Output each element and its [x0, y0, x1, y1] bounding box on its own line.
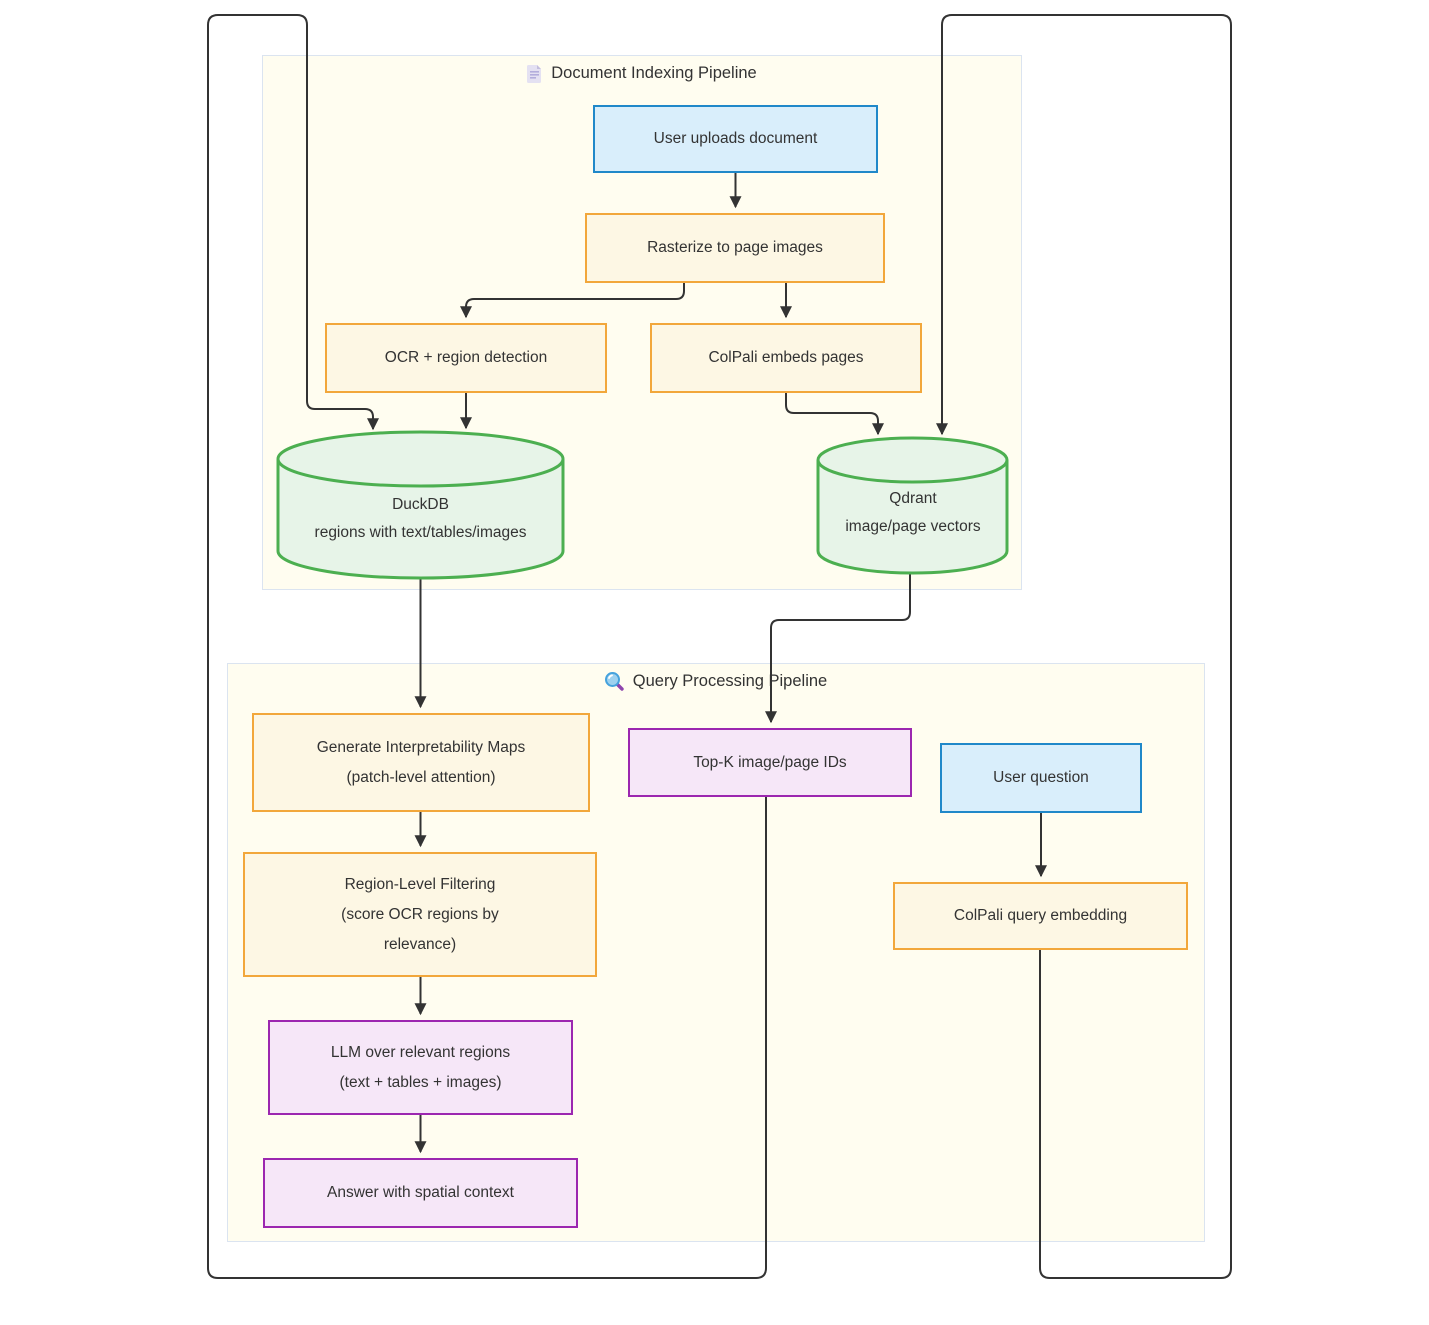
answer-label: Answer with spatial context — [327, 1184, 514, 1201]
region-filter-line3: relevance) — [383, 935, 457, 953]
node-user-uploads-label: User uploads document — [653, 130, 818, 147]
magnifier-icon — [604, 672, 624, 691]
node-duckdb-label: DuckDB regions with text/tables/images — [278, 477, 563, 561]
subgraph-query-title: Query Processing Pipeline — [228, 672, 1204, 691]
edge-qdrant-topk — [765, 573, 911, 724]
qdrant-cylinder-shape — [816, 436, 1009, 575]
node-llm: LLM over relevant regions (text + tables… — [268, 1020, 573, 1115]
edge-topk-duckdb — [207, 14, 767, 1279]
node-colpali-embeds-label: ColPali embeds pages — [708, 349, 864, 366]
duckdb-line1: DuckDB — [392, 496, 449, 513]
qdrant-line1: Qdrant — [889, 490, 937, 507]
generate-maps-line1: Generate Interpretability Maps — [316, 738, 526, 756]
region-filter-line1: Region-Level Filtering — [344, 875, 496, 893]
node-ocr-label: OCR + region detection — [384, 349, 548, 366]
document-icon — [527, 64, 542, 83]
edge-colpali-qdrant — [785, 393, 884, 436]
colpali-query-label: ColPali query embedding — [953, 907, 1128, 924]
edge-query-qdrant — [936, 14, 1232, 1279]
subgraph-indexing-title-text: Document Indexing Pipeline — [551, 64, 757, 82]
node-user-question: User question — [940, 743, 1142, 813]
topk-label: Top-K image/page IDs — [693, 753, 847, 771]
qdrant-line2: image/page vectors — [845, 518, 981, 535]
edge-rasterize-ocr — [460, 283, 685, 319]
generate-maps-line2: (patch-level attention) — [346, 768, 496, 786]
node-rasterize: Rasterize to page images — [585, 213, 885, 283]
node-topk: Top-K image/page IDs — [628, 728, 912, 797]
node-user-uploads-document: User uploads document — [593, 105, 878, 173]
region-filter-line2: (score OCR regions by — [341, 905, 499, 923]
subgraph-query-title-text: Query Processing Pipeline — [632, 672, 828, 690]
subgraph-indexing-title: Document Indexing Pipeline — [263, 64, 1021, 83]
node-colpali-embeds: ColPali embeds pages — [650, 323, 922, 393]
node-generate-maps: Generate Interpretability Maps (patch-le… — [252, 713, 590, 812]
node-region-filter: Region-Level Filtering (score OCR region… — [243, 852, 597, 977]
llm-line1: LLM over relevant regions — [330, 1043, 511, 1061]
node-rasterize-label: Rasterize to page images — [647, 239, 823, 256]
duckdb-cylinder-shape — [276, 430, 565, 580]
node-colpali-query: ColPali query embedding — [893, 882, 1188, 950]
node-qdrant-label: Qdrant image/page vectors — [808, 483, 1018, 543]
duckdb-line2: regions with text/tables/images — [314, 524, 527, 541]
node-ocr: OCR + region detection — [325, 323, 607, 393]
llm-line2: (text + tables + images) — [339, 1073, 502, 1091]
node-answer: Answer with spatial context — [263, 1158, 578, 1228]
user-question-label: User question — [993, 769, 1089, 786]
